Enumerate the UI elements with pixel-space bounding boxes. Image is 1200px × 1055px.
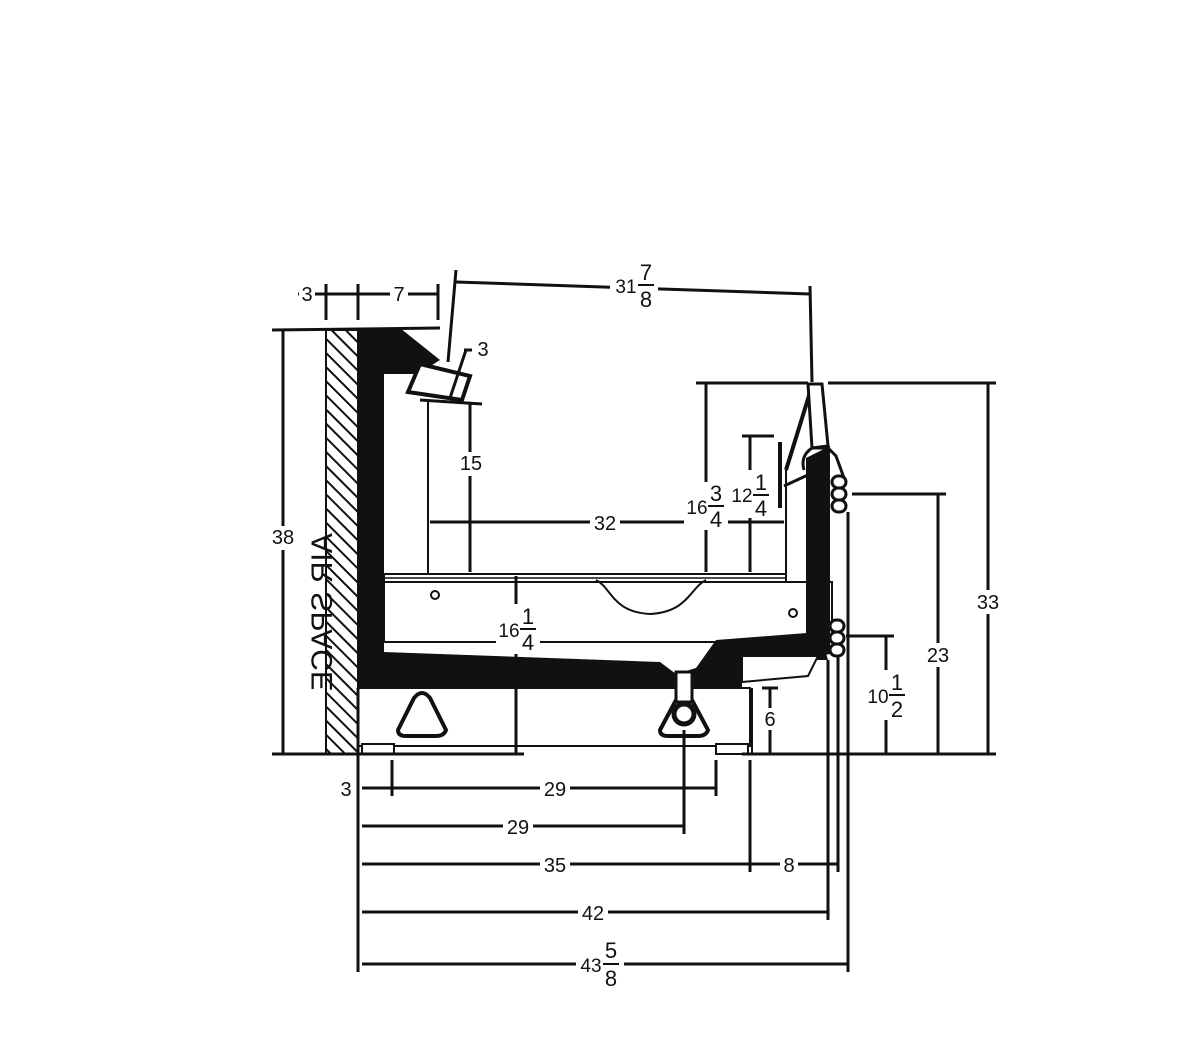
dim-bumper-upper: 23: [927, 645, 949, 667]
dim-tank-depth-den: 4: [522, 630, 534, 655]
dim-top-span-whole: 31: [615, 277, 636, 298]
dim-tank-depth-num: 1: [522, 604, 534, 629]
dim-front-glass-num: 1: [755, 470, 767, 495]
dim-shelf-depth: 32: [594, 513, 616, 535]
dim-bumper-lower-num: 1: [891, 670, 903, 695]
dim-bumper-lower-den: 2: [891, 697, 903, 722]
dim-left-offset: 3: [340, 779, 351, 801]
dim-wall-gap: 3: [301, 284, 312, 306]
dim-front-height: 33: [977, 592, 999, 614]
rear-caster-guard: [395, 691, 449, 738]
dim-overall-width-den: 8: [605, 966, 617, 991]
dim-leg-span: 35: [544, 855, 566, 877]
front-insulated-wall: [806, 446, 830, 658]
wall-hatch: [325, 329, 359, 755]
drain-fitting: [671, 701, 697, 727]
dim-tank-depth-whole: 16: [498, 621, 519, 642]
base-insulation: [358, 632, 828, 688]
dim-rear-riser-den: 4: [710, 507, 722, 532]
dim-base-width: 29: [544, 779, 566, 801]
dim-overall-width-num: 5: [605, 938, 617, 963]
dim-bumper-lower-whole: 10: [867, 687, 888, 708]
dim-overall-width-whole: 43: [580, 956, 601, 977]
lower-bumper: [828, 618, 846, 658]
dim-top-return: 7: [393, 284, 404, 306]
dim-front-glass-den: 4: [755, 496, 767, 521]
dim-rear-riser-whole: 16: [686, 498, 707, 519]
rear-deflector: [405, 361, 473, 403]
dim-front-glass-whole: 12: [731, 486, 752, 507]
upper-bumper: [830, 474, 848, 514]
dim-overall-height: 38: [272, 527, 294, 549]
dim-body-width: 42: [582, 903, 604, 925]
dim-upper-opening: 15: [460, 453, 482, 475]
drain-pan-curve: [595, 579, 707, 616]
dim-top-span-num: 7: [640, 260, 652, 285]
dim-top-span-den: 8: [640, 287, 652, 312]
rear-insulated-wall: [358, 328, 440, 648]
air-space-label: AIR SPACE: [306, 533, 339, 691]
dim-overhang: 8: [783, 855, 794, 877]
dim-deflector: 3: [477, 339, 488, 361]
dim-drain-offset: 29: [507, 817, 529, 839]
dim-rear-riser-num: 3: [710, 481, 722, 506]
dim-foot-height: 6: [764, 709, 775, 731]
dimension-labels: 3 7 31 7 8 3 15 38 32 16 3 4 12 1 4 16 1…: [268, 260, 1004, 991]
